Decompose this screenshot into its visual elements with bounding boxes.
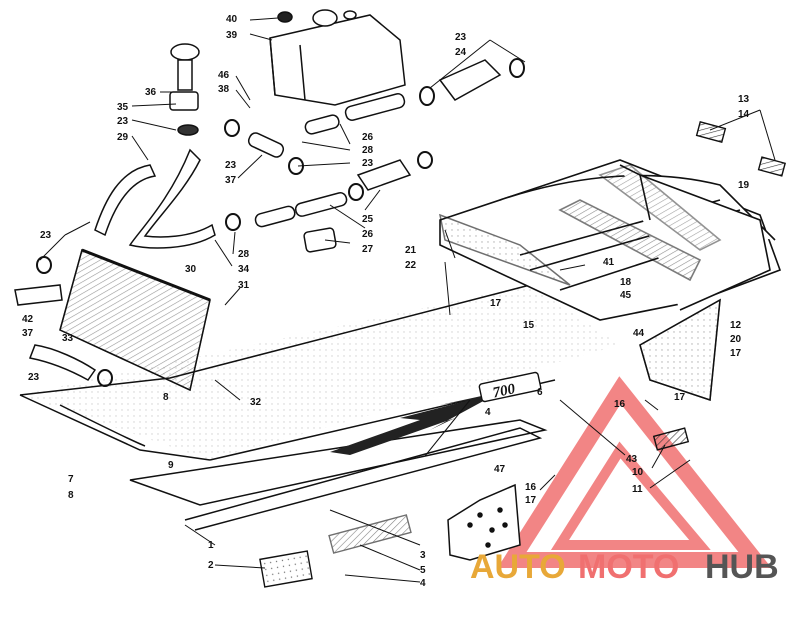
callout-32: 32	[250, 397, 262, 408]
coolant-tank	[269, 9, 406, 106]
callout-23: 23	[225, 160, 237, 171]
callout-46: 46	[218, 70, 230, 81]
callout-1: 1	[208, 540, 214, 551]
callout-7: 7	[68, 474, 74, 485]
callout-26: 26	[362, 132, 374, 143]
callout-39: 39	[226, 30, 238, 41]
callout-35: 35	[117, 102, 129, 113]
callout-4: 4	[485, 407, 491, 418]
hose-clamps	[36, 58, 525, 387]
heat-exchanger	[59, 248, 211, 392]
callout-36: 36	[145, 87, 157, 98]
callout-11: 11	[632, 484, 643, 495]
callout-13: 13	[738, 94, 750, 105]
mounting-bracket	[447, 483, 521, 561]
callout-16: 16	[614, 399, 626, 410]
callout-6: 6	[537, 387, 543, 398]
callout-26: 26	[362, 229, 374, 240]
callout-17: 17	[674, 392, 686, 403]
side-fairing	[438, 213, 721, 402]
callout-31: 31	[238, 280, 250, 291]
callout-33: 33	[62, 333, 74, 344]
watermark-wordmark: AUTO MOTO HUB	[470, 548, 779, 586]
leader-lines	[39, 17, 776, 583]
callout-40: 40	[226, 14, 238, 25]
callout-37: 37	[225, 175, 237, 186]
callout-9: 9	[168, 460, 174, 471]
callout-17: 17	[730, 348, 742, 359]
callout-44: 44	[633, 328, 645, 339]
callout-24: 24	[455, 47, 467, 58]
callout-14: 14	[738, 109, 750, 120]
callout-47: 47	[494, 464, 506, 475]
callout-27: 27	[362, 244, 374, 255]
callout-15: 15	[523, 320, 535, 331]
callout-22: 22	[405, 260, 417, 271]
callout-17: 17	[525, 495, 537, 506]
callout-8: 8	[68, 490, 74, 501]
callout-25: 25	[362, 214, 374, 225]
callout-34: 34	[238, 264, 250, 275]
callout-28: 28	[362, 145, 374, 156]
coolant-tubes	[247, 93, 406, 253]
callout-30: 30	[185, 264, 197, 275]
callout-3: 3	[420, 550, 426, 561]
rear-rack	[439, 159, 782, 321]
hood-decal: 700	[330, 371, 542, 455]
callout-23: 23	[40, 230, 52, 241]
callout-2: 2	[208, 560, 214, 571]
thermostat-housing	[169, 43, 200, 136]
callout-23: 23	[455, 32, 467, 43]
callout-16: 16	[525, 482, 537, 493]
callout-23: 23	[362, 158, 374, 169]
callout-43: 43	[626, 454, 638, 465]
callout-12: 12	[730, 320, 742, 331]
callout-labels: 40 39 36 46 38 35 23 29 23 37 26 28 23 2…	[22, 14, 750, 589]
callout-18: 18	[620, 277, 632, 288]
callout-37: 37	[22, 328, 34, 339]
callout-42: 42	[22, 314, 34, 325]
callout-29: 29	[117, 132, 129, 143]
callout-4: 4	[420, 578, 426, 589]
callout-21: 21	[405, 245, 417, 256]
decal-plates	[259, 121, 787, 588]
coolant-hoses	[14, 59, 502, 381]
callout-23: 23	[28, 372, 40, 383]
callout-8: 8	[163, 392, 169, 403]
callout-17: 17	[490, 298, 502, 309]
callout-28: 28	[238, 249, 250, 260]
watermark-triangle	[497, 376, 772, 568]
watermark-hub: HUB	[705, 548, 779, 586]
watermark-moto: MOTO	[578, 548, 679, 586]
callout-45: 45	[620, 290, 632, 301]
callout-19: 19	[738, 180, 750, 191]
watermark-auto: AUTO	[470, 548, 566, 586]
callout-38: 38	[218, 84, 230, 95]
callout-23: 23	[117, 116, 129, 127]
callout-10: 10	[632, 467, 644, 478]
callout-20: 20	[730, 334, 742, 345]
model-badge: 700	[491, 381, 517, 401]
callout-41: 41	[603, 257, 615, 268]
callout-5: 5	[420, 565, 426, 576]
